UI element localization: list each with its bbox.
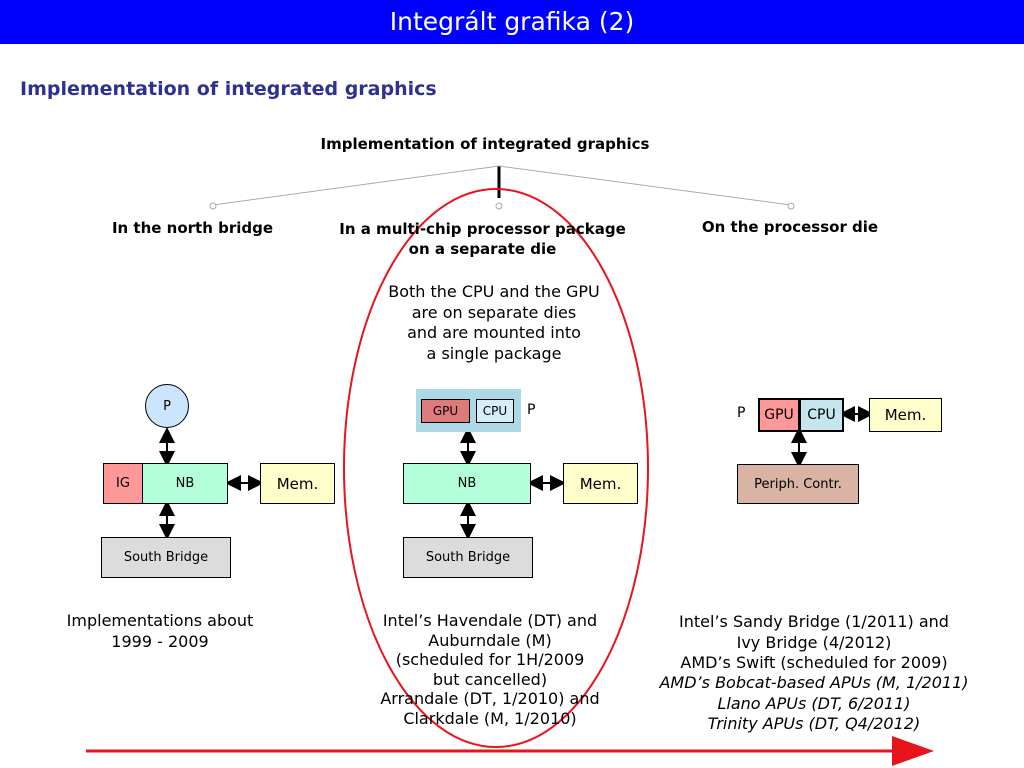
periph-label: Periph. Contr. (754, 476, 842, 492)
nb-label: NB (175, 476, 195, 491)
note-north-bridge: Implementations about 1999 - 2009 (66, 611, 254, 651)
mem-label: Mem. (579, 474, 622, 493)
sb-label: South Bridge (123, 550, 209, 565)
tree-node-middle (495, 202, 503, 210)
tree-branch-processor-die: On the processor die (701, 218, 879, 236)
processor-label: P (163, 398, 171, 414)
tree-root-label: Implementation of integrated graphics (320, 135, 650, 153)
tree-node-right (787, 202, 795, 210)
note-processor-die-apus: AMD’s Bobcat-based APUs (M, 1/2011) Llan… (659, 673, 969, 733)
memory-box-left: Mem. (260, 463, 335, 504)
cpu-label: CPU (482, 404, 508, 418)
periph-contr-box: Periph. Contr. (737, 464, 859, 504)
slide-title: Integrált grafika (2) (0, 0, 1024, 44)
sb-label: South Bridge (425, 550, 511, 565)
nb-label: NB (457, 476, 477, 491)
cpu-label: CPU (807, 407, 836, 423)
note-processor-die: Intel’s Sandy Bridge (1/2011) and Ivy Br… (679, 612, 949, 672)
note-multi-chip: Intel’s Havendale (DT) and Auburndale (M… (380, 611, 600, 728)
mem-label: Mem. (276, 474, 319, 493)
memory-box-middle: Mem. (563, 463, 638, 504)
ig-label: IG (116, 476, 130, 491)
highlight-ellipse (343, 188, 649, 748)
memory-box-right: Mem. (869, 398, 942, 432)
middle-description: Both the CPU and the GPU are on separate… (388, 282, 600, 363)
gpu-label: GPU (432, 404, 459, 418)
gpu-label: GPU (764, 407, 794, 423)
gpu-core-right: GPU (758, 398, 800, 432)
die-p-label: P (737, 405, 746, 421)
ig-box: IG (103, 463, 143, 504)
tree-branch-right (498, 165, 792, 206)
tree-node-left (209, 202, 217, 210)
cpu-die-middle: CPU (476, 399, 514, 423)
tree-branch-north-bridge: In the north bridge (111, 219, 274, 237)
package-p-label: P (527, 402, 536, 418)
processor-node-left: P (145, 384, 189, 428)
tree-branch-left (212, 165, 500, 206)
south-bridge-box-left: South Bridge (101, 537, 231, 578)
cpu-core-right: CPU (799, 398, 844, 432)
tree-branch-multi-chip: In a multi-chip processor package on a s… (339, 220, 626, 258)
north-bridge-box-left: NB (142, 463, 228, 504)
mem-label: Mem. (884, 406, 927, 424)
north-bridge-box-middle: NB (403, 463, 531, 504)
slide-subtitle: Implementation of integrated graphics (20, 78, 437, 100)
gpu-die-middle: GPU (421, 399, 470, 423)
south-bridge-box-middle: South Bridge (403, 537, 533, 578)
